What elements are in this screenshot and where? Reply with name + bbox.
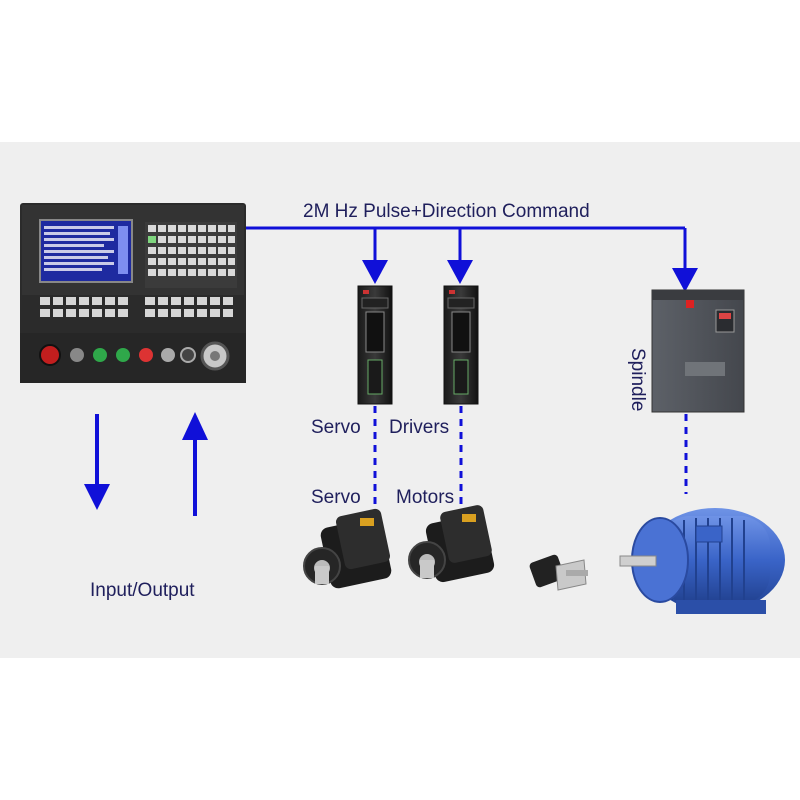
- servo-driver-2: [443, 285, 479, 405]
- input-arrow: [182, 412, 208, 516]
- input-output-label: Input/Output: [90, 580, 195, 601]
- controller-function-keys: [40, 297, 233, 317]
- arrow-to-driver-2: [447, 260, 473, 284]
- servo-driver-1: [357, 285, 393, 405]
- encoder: [529, 554, 588, 591]
- servo-motors-label-servo: Servo: [311, 487, 361, 508]
- servo-drivers-label-drivers: Drivers: [389, 417, 450, 438]
- arrow-to-spindle-drive: [672, 268, 698, 292]
- servo-drivers-label-servo: Servo: [311, 417, 361, 438]
- emergency-stop-button: [39, 344, 61, 366]
- arrow-to-driver-1: [362, 260, 388, 284]
- output-arrow: [84, 414, 110, 510]
- spindle-motor: [619, 508, 785, 614]
- servo-motors-label-motors: Motors: [396, 487, 455, 508]
- spindle-drive: [651, 289, 745, 413]
- servo-motor-2: [408, 505, 495, 583]
- cnc-controller: [20, 203, 246, 383]
- controller-keypad: [145, 222, 237, 288]
- spindle-label: Spindle: [627, 348, 648, 412]
- driver-motor-links: [373, 406, 688, 510]
- command-label: 2M Hz Pulse+Direction Command: [303, 201, 590, 222]
- servo-motor-1: [303, 508, 392, 589]
- controller-buttons: [39, 341, 230, 371]
